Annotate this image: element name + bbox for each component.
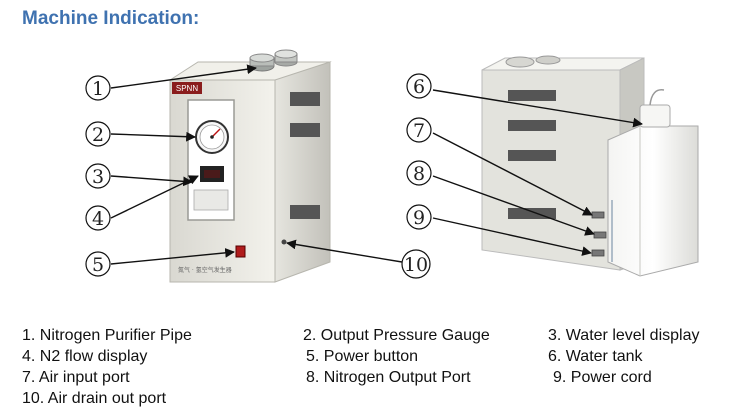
power-button[interactable] — [235, 245, 246, 258]
side-vents — [290, 92, 320, 219]
callout-marker-3: 3 — [85, 163, 111, 189]
legend-item-4: 4. N2 flow display — [22, 348, 148, 365]
legend-item-5: 5. Power button — [306, 348, 419, 365]
callout-marker-2: 2 — [85, 121, 111, 147]
callout-marker-5: 5 — [85, 251, 111, 277]
svg-text:6: 6 — [413, 76, 425, 98]
pressure-gauge-icon — [195, 120, 229, 154]
rear-machine — [481, 55, 699, 277]
svg-text:8: 8 — [413, 163, 425, 185]
legend-item-9: 9. Power cord — [553, 369, 652, 386]
legend-item-10: 10. Air drain out port — [22, 390, 167, 407]
svg-text:3: 3 — [92, 166, 104, 188]
drain-port — [281, 239, 287, 245]
legend-item-7: 7. Air input port — [22, 369, 130, 386]
brand-logo — [172, 82, 202, 94]
rear-vents — [508, 90, 556, 219]
svg-text:5: 5 — [92, 254, 104, 276]
front-label-text: 氮气 · 氢空气发生器 — [178, 266, 232, 274]
legend-item-1: 1. Nitrogen Purifier Pipe — [22, 327, 192, 344]
front-machine: SPNN 氮气 · — [168, 49, 332, 283]
callout-marker-9: 9 — [406, 204, 432, 230]
svg-text:1: 1 — [92, 78, 104, 100]
callout-marker-8: 8 — [406, 160, 432, 186]
callout-marker-10: 10 — [401, 249, 431, 279]
svg-text:4: 4 — [92, 208, 104, 230]
purifier-pipe-icon — [249, 49, 298, 72]
svg-text:9: 9 — [413, 207, 425, 229]
page-title: Machine Indication: — [22, 8, 200, 29]
callout-marker-4: 4 — [85, 205, 111, 231]
svg-text:2: 2 — [92, 124, 104, 146]
svg-text:10: 10 — [404, 254, 428, 276]
legend-item-2: 2. Output Pressure Gauge — [303, 327, 490, 344]
callout-marker-6: 6 — [406, 73, 432, 99]
legend: 1. Nitrogen Purifier Pipe 2. Output Pres… — [0, 322, 750, 418]
callout-marker-7: 7 — [406, 117, 432, 143]
svg-text:7: 7 — [413, 120, 425, 142]
legend-item-3: 3. Water level display — [548, 327, 700, 344]
legend-item-6: 6. Water tank — [548, 348, 643, 365]
machine-diagram: SPNN 氮气 · — [85, 49, 699, 283]
callout-marker-1: 1 — [85, 75, 111, 101]
callout-lines — [110, 64, 643, 265]
legend-item-8: 8. Nitrogen Output Port — [306, 369, 471, 386]
brand-logo-text: SPNN — [176, 84, 198, 93]
